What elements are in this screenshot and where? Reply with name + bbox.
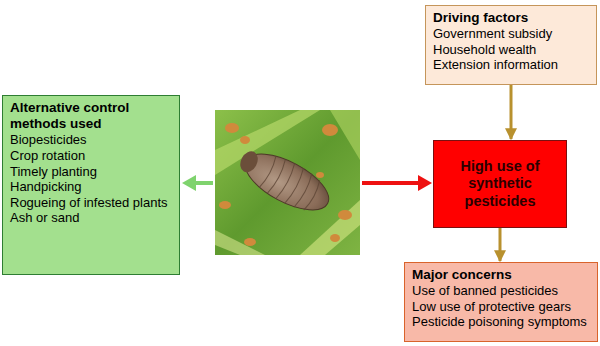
list-item: Biopesticides: [10, 132, 172, 148]
larva-photo: [215, 110, 360, 255]
outcome-box: High use of synthetic pesticides: [433, 140, 567, 228]
green-arrow: [182, 175, 213, 191]
list-item: Use of banned pesticides: [412, 283, 590, 299]
leaf-background: [215, 110, 360, 255]
box-heading: Driving factors: [433, 10, 589, 26]
leaf-vein: [330, 110, 360, 160]
box-heading: Alternative control methods used: [10, 100, 172, 132]
factor-box: Driving factorsGovernment subsidyHouseho…: [425, 5, 597, 85]
list-item: Timely planting: [10, 164, 172, 180]
box-heading: High use of synthetic pesticides: [441, 158, 559, 210]
list-item: Low use of protective gears: [412, 299, 590, 315]
list-item: Pesticide poisoning symptoms: [412, 314, 590, 330]
list-item: Household wealth: [433, 42, 589, 58]
concern-box: Major concernsUse of banned pesticidesLo…: [404, 262, 598, 342]
list-item: Government subsidy: [433, 26, 589, 42]
flow-arrow: [499, 228, 502, 261]
list-item: Rogueing of infested plants: [10, 195, 172, 211]
red-arrow: [362, 175, 432, 191]
method-box: Alternative control methods usedBiopesti…: [2, 95, 180, 275]
box-heading: Major concerns: [412, 267, 590, 283]
list-item: Crop rotation: [10, 148, 172, 164]
list-item: Handpicking: [10, 179, 172, 195]
leaf-vein: [215, 230, 265, 255]
flow-arrow: [510, 85, 513, 139]
frass-spots: [219, 123, 352, 246]
larva: [233, 140, 337, 221]
list-item: Ash or sand: [10, 210, 172, 226]
list-item: Extension information: [433, 57, 589, 73]
